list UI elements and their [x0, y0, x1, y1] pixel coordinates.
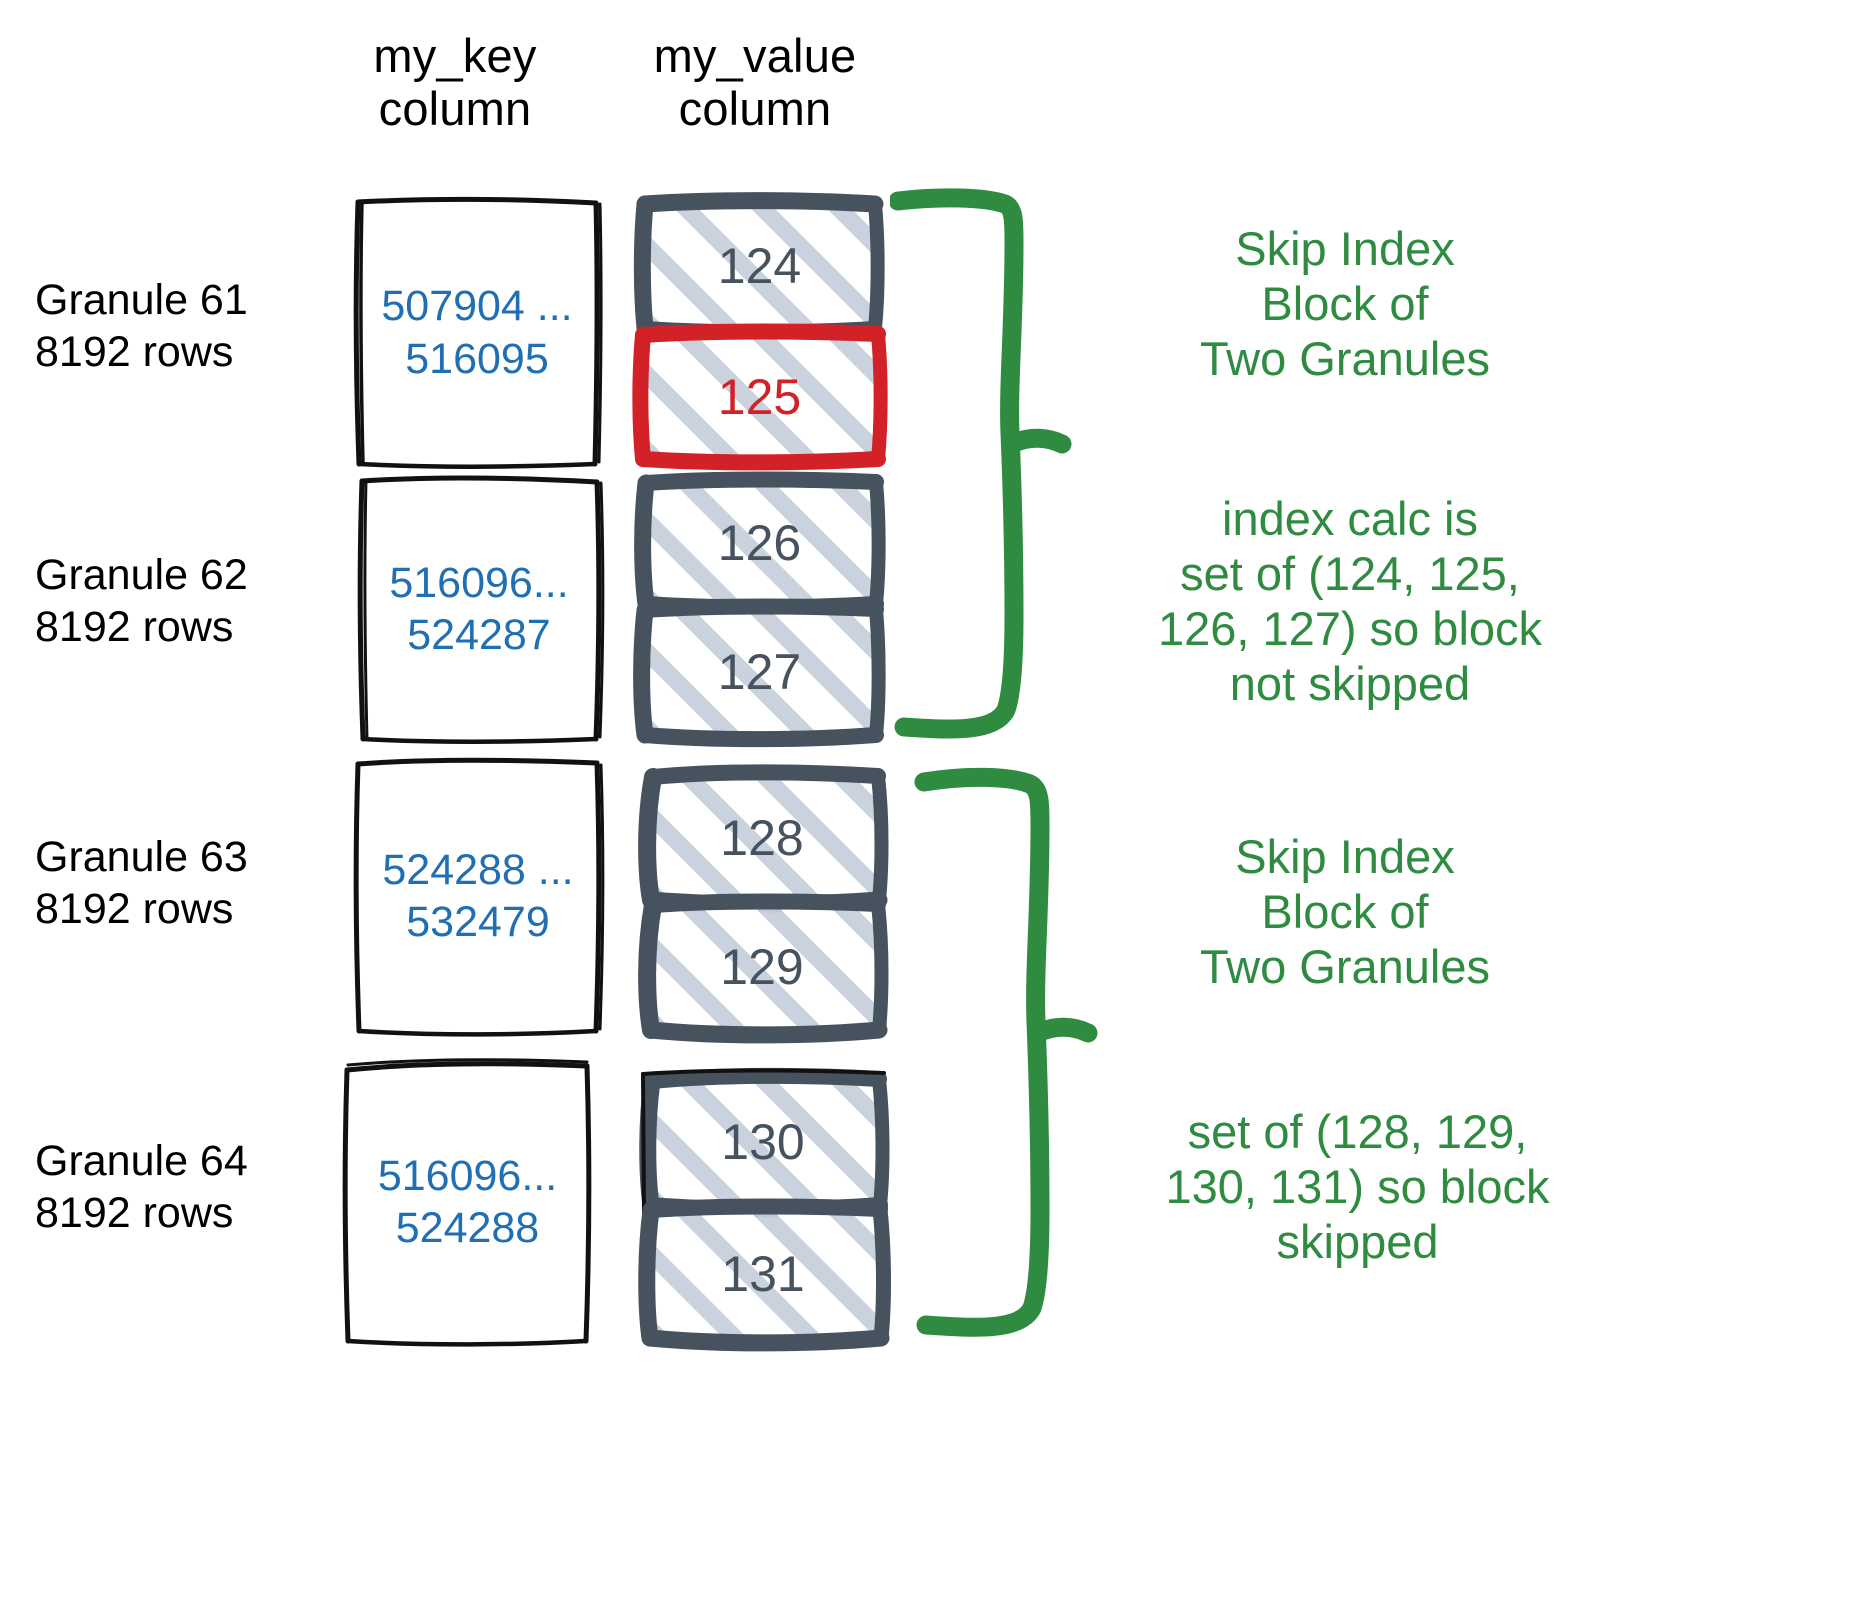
value-text-126: 126	[717, 514, 802, 571]
column-header-my-key-line1: my_key	[373, 29, 537, 82]
column-header-my-key: my_key column	[310, 29, 600, 135]
value-box-125: 125	[632, 323, 888, 471]
key-box-granule-62: 516096... 524287	[357, 475, 605, 744]
granule-label-62: Granule 62 8192 rows	[35, 551, 248, 651]
key-range-granule-61: 507904 ... 516095	[381, 282, 573, 383]
value-text-130: 130	[721, 1114, 805, 1170]
value-box-128: 128	[638, 764, 889, 913]
key-range-granule-63: 524288 ... 532479	[382, 845, 574, 946]
granule-label-61: Granule 61 8192 rows	[35, 276, 248, 376]
granule-label-63: Granule 63 8192 rows	[35, 833, 248, 933]
skip-index-brace-upper	[890, 188, 1072, 739]
value-text-124: 124	[717, 238, 802, 294]
column-header-my-value-line2: column	[678, 81, 832, 135]
key-range-granule-64: 516096... 524288	[377, 1151, 558, 1252]
value-text-127: 127	[717, 644, 802, 700]
value-text-125: 125	[717, 368, 802, 425]
value-box-130: 130	[639, 1067, 890, 1218]
value-text-131: 131	[721, 1245, 805, 1302]
value-box-129: 129	[638, 893, 889, 1044]
column-header-my-key-line2: column	[378, 81, 532, 135]
value-box-131: 131	[638, 1198, 891, 1352]
granule-label-64: Granule 64 8192 rows	[35, 1137, 248, 1237]
value-text-128: 128	[720, 810, 804, 866]
annotation-block-b-title: Skip Index Block of Two Granules	[1200, 830, 1490, 993]
column-header-my-value-line1: my_value	[653, 29, 857, 82]
value-box-126: 126	[634, 471, 886, 616]
annotation-block-b-detail: set of (128, 129, 130, 131) so block ski…	[1165, 1105, 1550, 1268]
key-range-granule-62: 516096... 524287	[389, 558, 569, 659]
annotation-block-a-title: Skip Index Block of Two Granules	[1200, 222, 1490, 385]
key-box-granule-61: 507904 ... 516095	[353, 196, 603, 469]
value-text-129: 129	[720, 939, 804, 995]
value-box-124: 124	[633, 192, 885, 339]
value-box-127: 127	[633, 598, 886, 748]
key-box-granule-64: 516096... 524288	[342, 1058, 592, 1347]
annotation-block-a-detail: index calc is set of (124, 125, 126, 127…	[1157, 492, 1543, 710]
key-box-granule-63: 524288 ... 532479	[353, 757, 605, 1037]
column-header-my-value: my_value column	[610, 29, 900, 135]
